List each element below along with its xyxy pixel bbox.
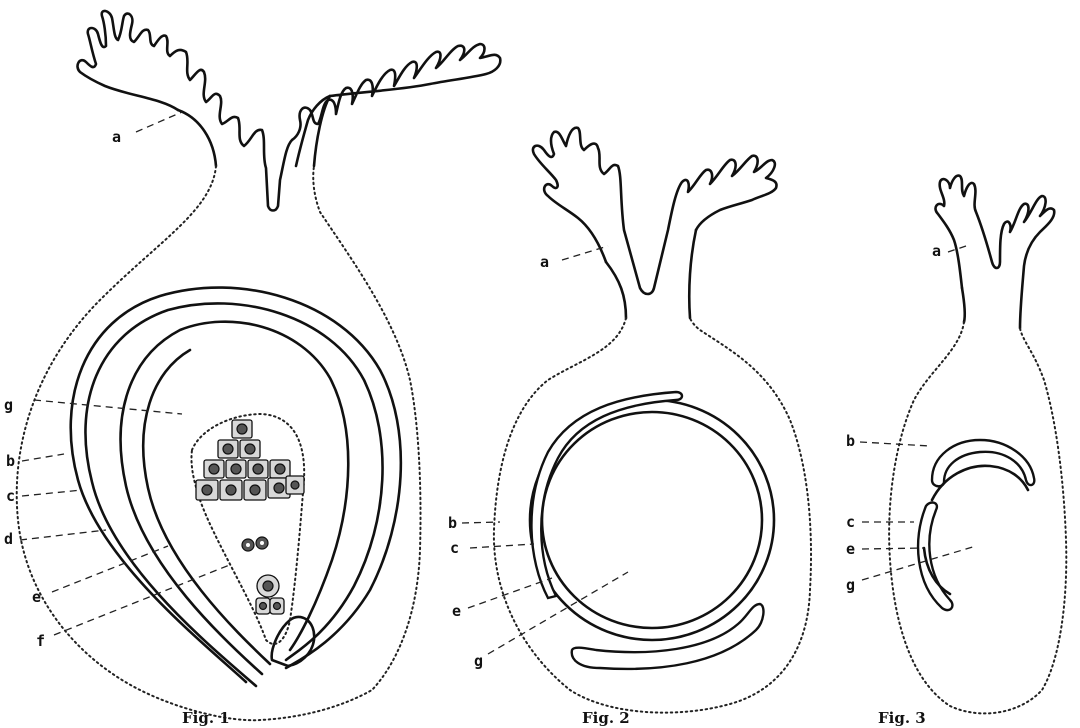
fig1-inner-integument-inner <box>143 350 270 664</box>
fig2-label-b: b <box>448 514 457 532</box>
fig1-style-left <box>178 110 216 166</box>
fig2-style-left <box>606 262 626 318</box>
fig3-label-c: c <box>846 513 855 531</box>
figure-3: a b c e g Fig. 3 <box>846 176 1066 727</box>
fig2-caption: Fig. 2 <box>582 709 630 727</box>
cell-nucleus <box>253 464 263 474</box>
fig1-label-e: e <box>32 588 41 606</box>
figure-2: a b c e g Fig. 2 <box>448 128 811 727</box>
fig1-label-a: a <box>112 128 121 146</box>
cell-nucleus <box>231 464 241 474</box>
fig3-ovary-wall <box>889 322 1066 713</box>
fig1-label-g: g <box>4 396 13 414</box>
fig1-cell-cluster <box>196 420 304 614</box>
cell-nucleus <box>245 444 255 454</box>
cell-nucleus <box>237 424 247 434</box>
cell-nucleus <box>291 481 299 489</box>
fig1-leader-d <box>20 530 106 540</box>
fig1-label-b: b <box>6 452 15 470</box>
fig1-label-c: c <box>6 487 15 505</box>
synergid-nucleus <box>274 603 281 610</box>
synergid-nucleus <box>260 603 267 610</box>
fig3-label-a: a <box>932 242 941 260</box>
fig2-leader-c <box>470 544 534 548</box>
fig1-nucellus-edge <box>272 617 314 666</box>
egg-nucleus <box>263 581 273 591</box>
fig2-integument-bottom <box>572 604 764 669</box>
cell-nucleus <box>250 485 260 495</box>
nucleolus <box>246 543 250 547</box>
cell-nucleus <box>223 444 233 454</box>
figure-1: a g b c d e f Fig. 1 <box>4 11 500 727</box>
fig3-leader-b <box>860 442 930 446</box>
fig2-label-a: a <box>540 253 549 271</box>
fig3-label-b: b <box>846 432 855 450</box>
fig1-leader-g <box>34 400 182 414</box>
cell-nucleus <box>226 485 236 495</box>
fig2-style-right <box>689 230 696 318</box>
fig1-label-f: f <box>36 632 45 650</box>
fig1-leader-a <box>136 112 182 132</box>
fig2-leader-e <box>468 578 552 608</box>
fig2-embryo-sac-inner <box>542 412 762 628</box>
fig1-caption: Fig. 1 <box>182 709 230 727</box>
fig3-caption: Fig. 3 <box>878 709 926 727</box>
fig1-leader-c <box>22 490 82 496</box>
fig2-label-c: c <box>450 539 459 557</box>
cell-nucleus <box>202 485 212 495</box>
fig1-label-d: d <box>4 530 13 548</box>
fig2-label-g: g <box>474 652 483 670</box>
fig2-leader-g <box>488 572 628 654</box>
fig1-leader-b <box>22 454 64 461</box>
fig3-style-left <box>962 288 965 322</box>
fig2-label-e: e <box>452 602 461 620</box>
fig3-label-e: e <box>846 540 855 558</box>
fig1-stigma <box>78 11 501 211</box>
fig3-label-g: g <box>846 576 855 594</box>
fig3-leader-e <box>862 548 924 549</box>
fig3-integument-left <box>918 503 952 611</box>
cell-nucleus <box>274 483 284 493</box>
nucleolus <box>260 541 264 545</box>
cell-nucleus <box>209 464 219 474</box>
cell-nucleus <box>275 464 285 474</box>
fig3-stigma <box>936 176 1055 328</box>
fig2-stigma <box>533 128 777 294</box>
